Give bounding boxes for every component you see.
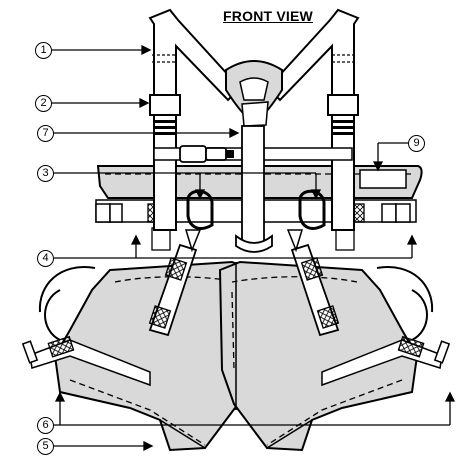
- callout-2: 2: [35, 95, 52, 112]
- callout-4: 4: [37, 250, 54, 267]
- waist-belt: V V: [95, 165, 423, 251]
- callout-6: 6: [37, 417, 54, 434]
- callout-3: 3: [37, 165, 54, 182]
- right-shoulder-strap: [266, 8, 360, 231]
- leader-lines: [52, 44, 456, 452]
- callout-9: 9: [408, 135, 425, 152]
- diagram-title: FRONT VIEW: [223, 8, 313, 24]
- right-leg-strap: [321, 335, 451, 387]
- left-leg-strap: [21, 335, 151, 387]
- chest-pad: [225, 60, 283, 127]
- left-shoulder-strap: [148, 8, 242, 231]
- left-connecting-strap: [148, 229, 202, 337]
- right-connecting-strap: [286, 229, 340, 337]
- callout-7: 7: [37, 125, 54, 142]
- callout-1: 1: [35, 42, 52, 59]
- callout-5: 5: [37, 438, 54, 455]
